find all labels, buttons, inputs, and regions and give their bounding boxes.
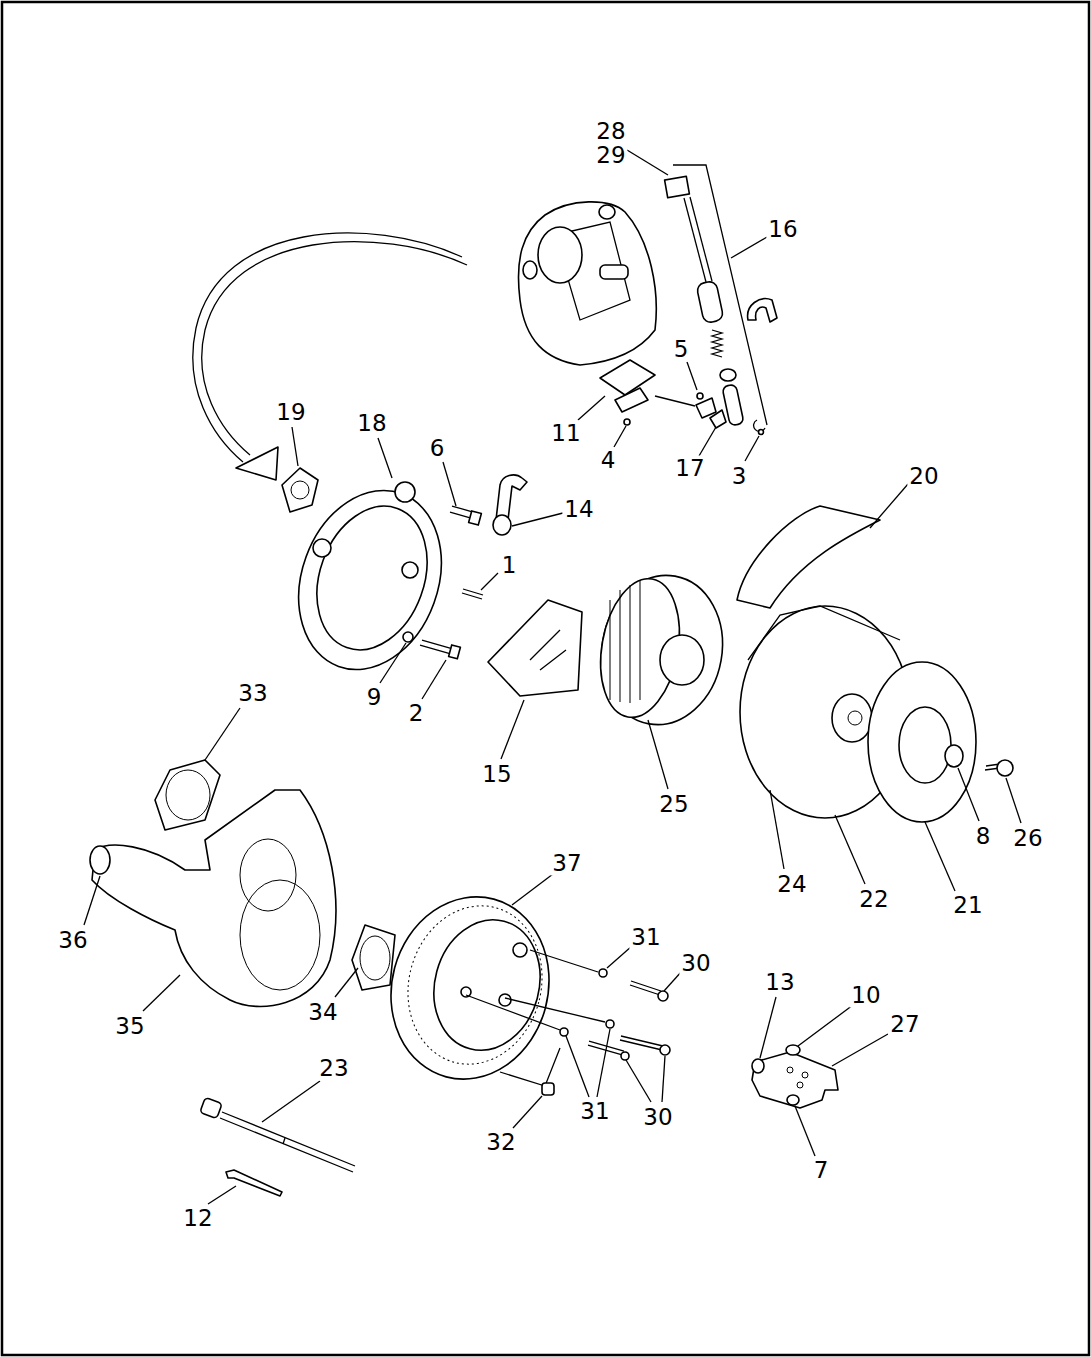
callout-number: 32 [484, 1130, 517, 1155]
callout-number: 1 [500, 553, 519, 578]
callout-number: 16 [766, 217, 799, 242]
callout-number: 24 [775, 872, 808, 897]
callout-number: 30 [641, 1105, 674, 1130]
callout-number: 34 [306, 1000, 339, 1025]
callout-number: 22 [857, 887, 890, 912]
callout-number: 8 [974, 824, 993, 849]
callout-number: 12 [181, 1206, 214, 1231]
callout-number: 37 [550, 851, 583, 876]
callout-number: 21 [951, 893, 984, 918]
callout-number: 5 [672, 337, 691, 362]
callout-number: 11 [549, 421, 582, 446]
callout-number: 20 [907, 464, 940, 489]
callout-number: 35 [113, 1014, 146, 1039]
callout-number: 30 [679, 951, 712, 976]
callout-number: 18 [355, 411, 388, 436]
callout-number: 9 [365, 685, 384, 710]
callout-number: 36 [56, 928, 89, 953]
callout-number: 23 [317, 1056, 350, 1081]
callout-number: 13 [763, 970, 796, 995]
callout-number: 29 [594, 143, 627, 168]
callout-number: 33 [236, 681, 269, 706]
callout-number: 28 [594, 119, 627, 144]
callout-number: 14 [562, 497, 595, 522]
callout-number: 31 [629, 925, 662, 950]
callout-number: 17 [673, 456, 706, 481]
callout-number: 31 [578, 1099, 611, 1124]
callout-number: 19 [274, 400, 307, 425]
callout-number: 2 [407, 701, 426, 726]
callout-number: 3 [730, 464, 749, 489]
callout-number: 10 [849, 983, 882, 1008]
callout-number: 27 [888, 1012, 921, 1037]
callout-number: 4 [599, 448, 618, 473]
callout-number: 7 [812, 1158, 831, 1183]
callout-number: 26 [1011, 826, 1044, 851]
callout-number: 25 [657, 792, 690, 817]
callout-number: 15 [480, 762, 513, 787]
callout-number: 6 [428, 436, 447, 461]
